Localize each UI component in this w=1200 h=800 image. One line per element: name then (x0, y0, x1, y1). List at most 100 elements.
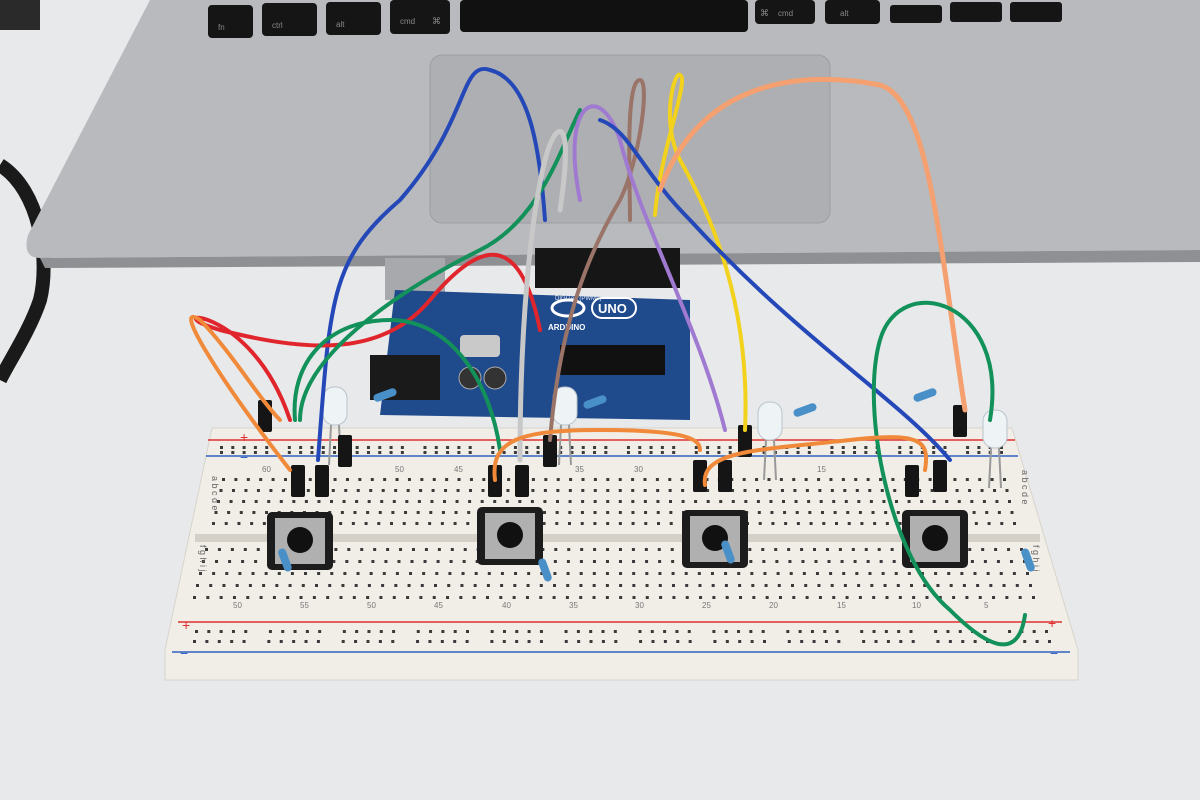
hole (819, 500, 823, 503)
hole (731, 489, 735, 492)
hole (500, 584, 504, 587)
hole (868, 572, 872, 575)
hole (455, 500, 459, 503)
hole (400, 446, 404, 449)
column-number: 50 (395, 465, 404, 474)
hole (369, 489, 373, 492)
hole (961, 640, 965, 643)
hole (619, 560, 623, 563)
hole (377, 522, 381, 525)
hole (742, 478, 746, 481)
button-cap[interactable] (497, 522, 523, 548)
row-letters: a b c d e (1020, 470, 1030, 505)
arduino-board: DIGITAL (PWM~) UNO ARDUINO (370, 248, 690, 420)
hole (527, 640, 531, 643)
hole (762, 560, 766, 563)
led-leg (763, 439, 767, 481)
hole (440, 522, 444, 525)
hole (973, 572, 977, 575)
hole (757, 511, 761, 514)
hole (853, 560, 857, 563)
hole (231, 489, 235, 492)
row-letters: f g h i j (1031, 545, 1041, 572)
hole (986, 572, 990, 575)
hole (205, 640, 209, 643)
hole (432, 478, 436, 481)
hole (898, 446, 902, 449)
button-cap[interactable] (922, 525, 948, 551)
hole (649, 451, 653, 454)
hole (957, 500, 961, 503)
hole (456, 489, 460, 492)
hole (854, 478, 858, 481)
hole (885, 596, 889, 599)
hole (672, 451, 676, 454)
hole (744, 500, 748, 503)
hole (321, 451, 325, 454)
hole (205, 548, 208, 551)
hole (356, 489, 360, 492)
hole (568, 500, 572, 503)
hole (288, 584, 292, 587)
hole (966, 446, 970, 449)
minus-sign: − (240, 449, 248, 465)
hole (970, 500, 974, 503)
hole (738, 640, 742, 643)
hole (789, 572, 793, 575)
jumper-connector (953, 405, 967, 437)
jumper-connector (905, 465, 919, 497)
hole (643, 500, 647, 503)
hole (419, 489, 423, 492)
hole (977, 451, 981, 454)
hole (527, 572, 531, 575)
hole (699, 596, 703, 599)
hole (898, 522, 902, 525)
hole (798, 630, 802, 633)
hole (845, 596, 849, 599)
resistor (793, 403, 817, 417)
hole (310, 451, 314, 454)
hole (786, 630, 790, 633)
hole (502, 640, 506, 643)
hole (539, 640, 543, 643)
hole (688, 640, 692, 643)
hole (342, 630, 346, 633)
hole (482, 478, 486, 481)
hole (738, 584, 742, 587)
jumper-connector (718, 460, 732, 492)
hole (858, 596, 862, 599)
hole (672, 584, 675, 587)
hole (658, 584, 662, 587)
jumper-connector (738, 425, 752, 457)
hole (644, 548, 648, 551)
hole (604, 446, 608, 449)
hole (1013, 522, 1016, 525)
hole (389, 451, 393, 454)
hole (305, 630, 309, 633)
hole (526, 584, 530, 587)
hole (543, 500, 547, 503)
hole (657, 522, 660, 525)
hole (1012, 572, 1016, 575)
hole (644, 522, 648, 525)
hole (706, 451, 710, 454)
hole (419, 596, 423, 599)
hole (592, 584, 596, 587)
hole (605, 596, 609, 599)
hole (267, 500, 271, 503)
hole (370, 478, 374, 481)
hole (706, 489, 710, 492)
hole (925, 596, 929, 599)
hole (899, 640, 903, 643)
hole (540, 572, 544, 575)
hole (631, 511, 635, 514)
hole (242, 446, 246, 449)
jumper-connector (933, 460, 947, 492)
hole (219, 596, 223, 599)
hole (792, 478, 796, 481)
hole (447, 584, 451, 587)
hole (776, 572, 780, 575)
hole (853, 446, 857, 449)
button-cap[interactable] (287, 527, 313, 553)
hole (755, 489, 759, 492)
